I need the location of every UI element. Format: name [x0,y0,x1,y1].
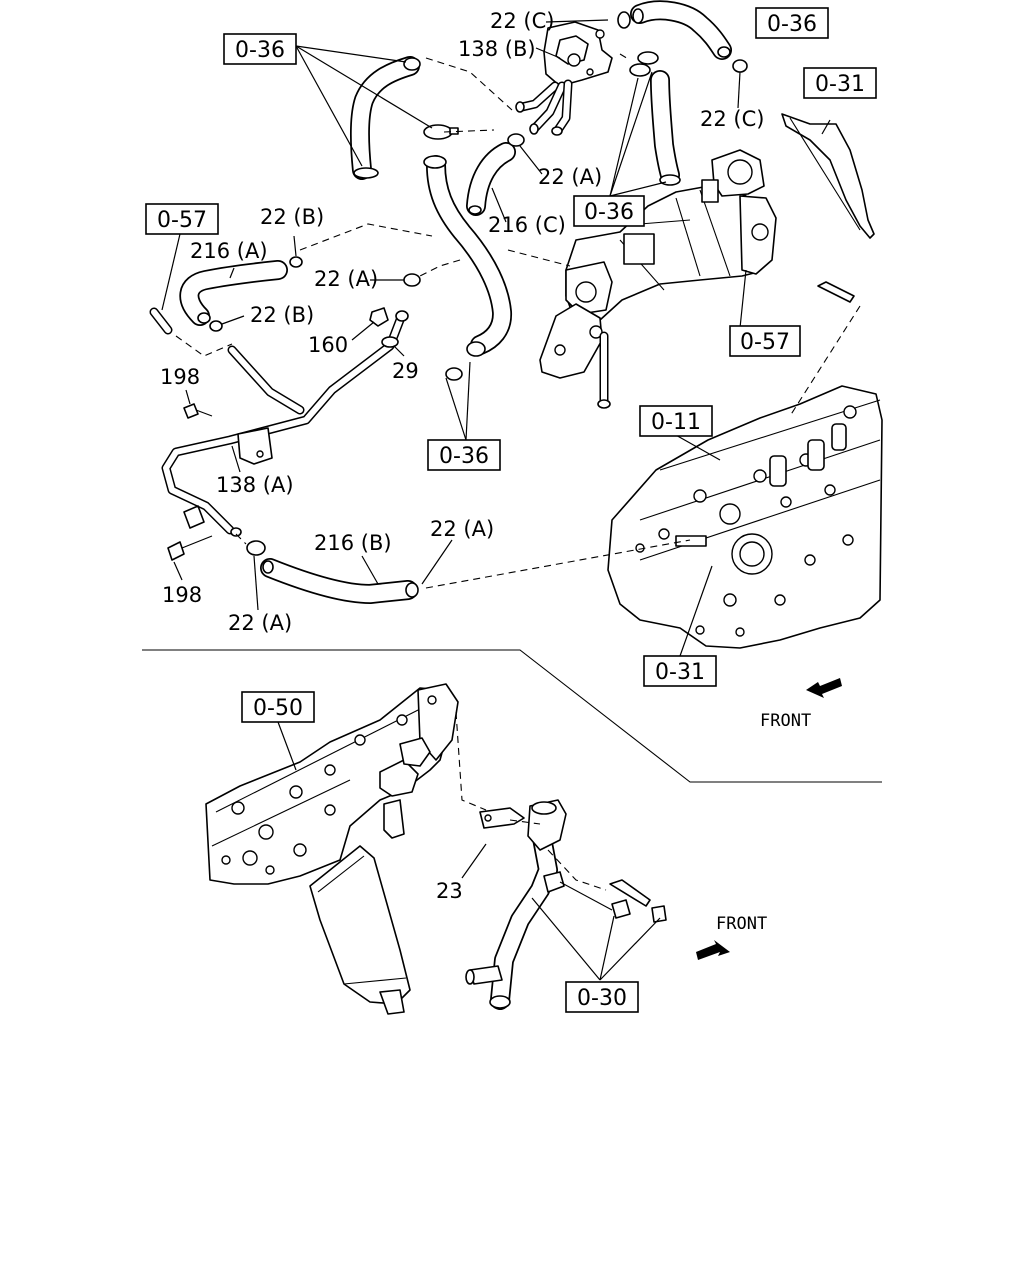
svg-text:0-57: 0-57 [157,208,207,233]
dash-line-2 [415,259,461,279]
clamp-22c-mid [629,63,651,77]
callout-22a-top: 22 (A) [538,165,602,189]
short-pipe-left [149,307,173,335]
hose-216c [466,142,516,216]
clamp-22a-top [423,124,525,147]
callout-29: 29 [392,359,419,383]
ref-box-0-31-top: 0-31 [803,67,877,99]
callout-23: 23 [436,879,463,903]
water-pipe-0-30 [465,799,567,1010]
ref-box-0-36-mid: 0-36 [573,195,645,227]
callout-22b-top: 22 (B) [260,205,324,229]
ref-box-0-11: 0-11 [639,405,713,437]
hose-long-center [423,155,512,357]
dash-line-4 [425,57,513,111]
callout-22c-right: 22 (C) [700,107,764,131]
dash-line-lower-2 [509,819,541,825]
bracket-0-31-top [781,113,875,239]
pipe-138a [161,310,409,537]
dash-line-5 [443,129,495,133]
dash-line-9 [425,539,691,589]
callout-22a-bottom: 22 (A) [228,611,292,635]
dash-line-7 [175,335,233,357]
callout-216a: 216 (A) [190,239,268,263]
nut-160 [369,307,389,327]
leader-lines-lower [277,721,661,981]
ref-box-0-36-top-right: 0-36 [755,7,829,39]
callout-216b: 216 (B) [314,531,392,555]
bolt-198-bottom [167,535,213,561]
front-arrow-lower-icon [696,940,730,960]
callout-198-bottom: 198 [162,583,202,607]
callout-138a: 138 (A) [216,473,294,497]
stud-bolt [817,281,855,303]
dash-line-10 [789,305,861,417]
dash-line-lower-3 [547,849,607,891]
bolts-0-30 [559,879,667,923]
dash-line-3 [507,249,571,267]
front-arrow-upper-icon [806,678,842,698]
callout-198-top: 198 [160,365,200,389]
oil-filter [309,845,411,1015]
svg-text:0-36: 0-36 [584,200,634,225]
bolt-198-top [183,403,213,419]
ref-box-0-36-bottom: 0-36 [427,439,501,471]
callout-22a-low: 22 (A) [430,517,494,541]
cylinder-head [607,385,883,649]
svg-text:0-50: 0-50 [253,696,303,721]
ref-box-0-57-mid: 0-57 [729,325,801,357]
clamp-22b [209,256,303,332]
svg-text:0-30: 0-30 [577,986,627,1011]
hose-top-middle [637,51,681,186]
leader-lines-upper [161,19,831,657]
svg-text:0-36: 0-36 [439,444,489,469]
hose-216a [179,260,288,326]
svg-text:0-36: 0-36 [767,12,817,37]
clamp-22c-top [617,11,748,73]
svg-text:0-31: 0-31 [815,72,865,97]
ref-box-0-30: 0-30 [565,981,639,1013]
svg-text:0-57: 0-57 [740,330,790,355]
callout-22a-mid: 22 (A) [314,267,378,291]
callout-216c: 216 (C) [488,213,566,237]
hose-top-right [630,0,732,60]
dash-line-6 [619,53,631,61]
hose-216b [246,540,419,604]
ref-box-0-36-top-left: 0-36 [223,33,297,65]
ref-box-0-57-left: 0-57 [145,203,219,235]
ref-box-0-31-bottom: 0-31 [643,655,717,687]
front-label-lower: FRONT [716,914,767,934]
oil-cooler-housing [205,683,459,885]
ref-box-0-50: 0-50 [241,691,315,723]
svg-text:0-31: 0-31 [655,660,705,685]
svg-text:0-11: 0-11 [651,410,701,435]
section-divider [142,649,882,783]
callout-22c-top: 22 (C) [490,9,554,33]
hose-top-left [350,56,421,180]
fitting-29 [381,336,399,348]
callout-138b: 138 (B) [458,37,536,61]
dash-line-8 [235,533,247,545]
callout-22b-mid: 22 (B) [250,303,314,327]
svg-text:0-36: 0-36 [235,38,285,63]
callout-160: 160 [308,333,348,357]
egr-cooler [539,149,777,409]
dash-line-lower-1 [455,711,487,811]
front-label-upper: FRONT [760,711,811,731]
dash-line-1 [299,223,433,251]
